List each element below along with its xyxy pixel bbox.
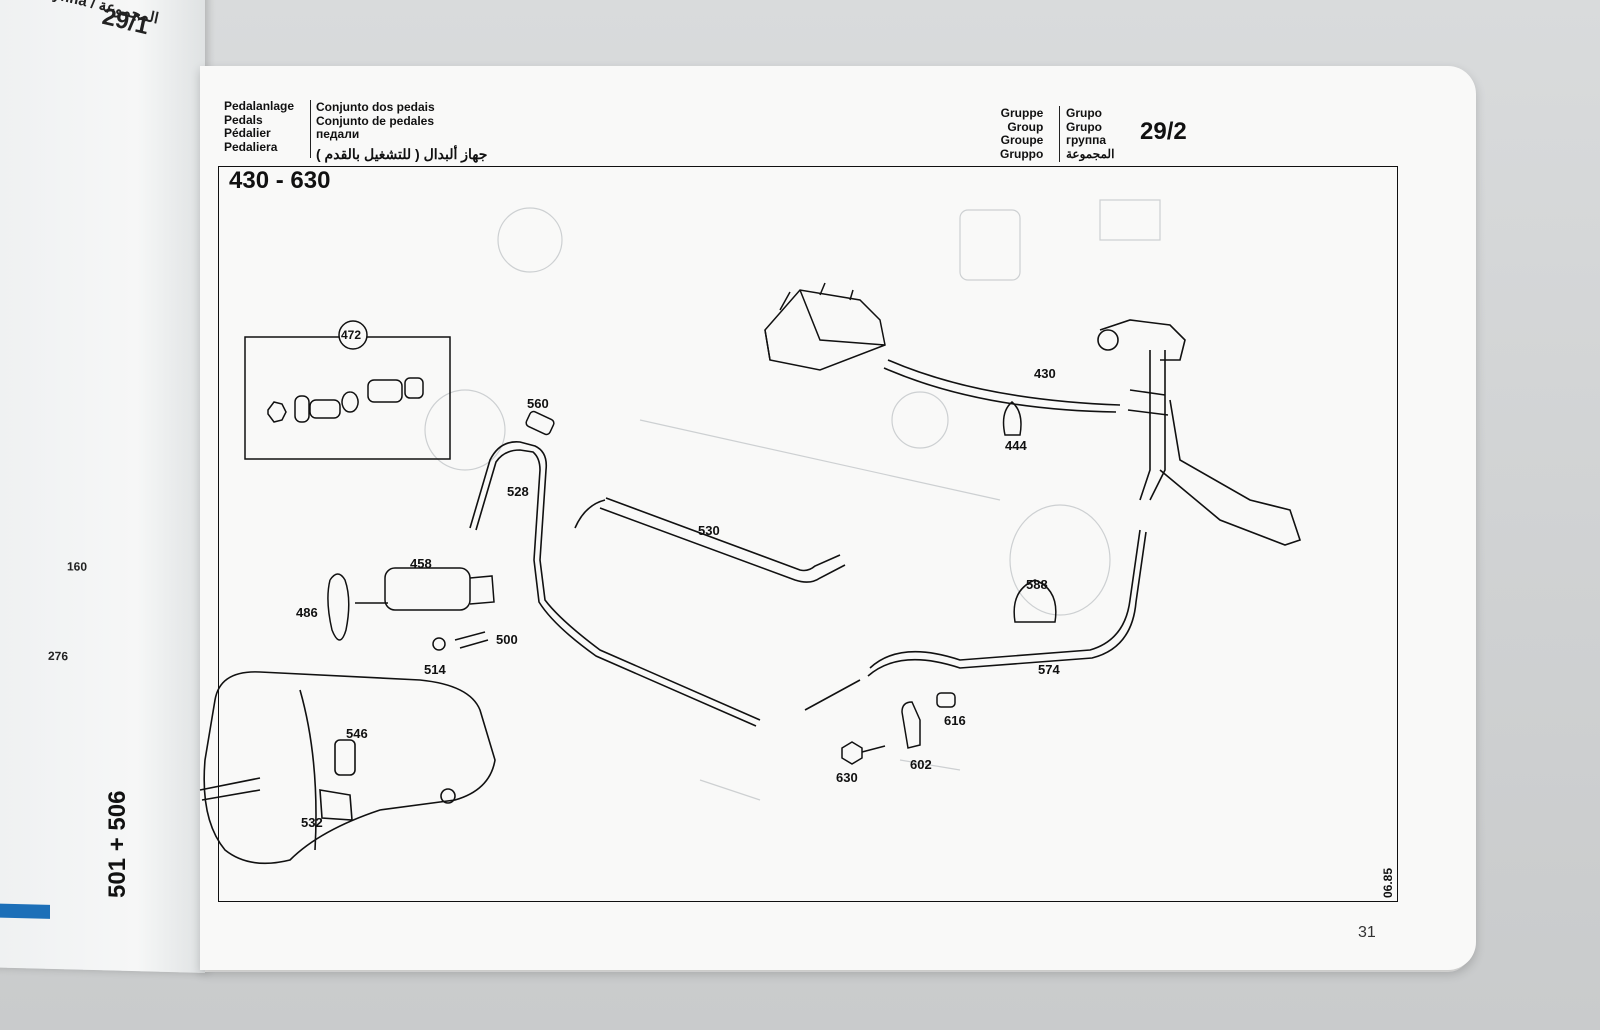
callout-616: 616 <box>944 713 966 728</box>
header-label-fr: Pédalier <box>224 126 271 140</box>
transmission-housing <box>199 671 496 865</box>
callout-588: 588 <box>1026 577 1048 592</box>
header-arabic-title: جهاز ألبدال ( للتشغيل بالقدم ) <box>316 146 488 162</box>
callout-458: 458 <box>410 556 432 571</box>
slave-cylinder <box>327 567 495 651</box>
fluid-reservoir <box>764 282 886 371</box>
callout-500: 500 <box>496 632 518 647</box>
diagram-range-title: 430 - 630 <box>229 167 331 194</box>
header-translation-pt: Conjunto dos pedais <box>316 100 435 114</box>
clutch-lines <box>469 359 1147 727</box>
group-translation-ar: المجموعة <box>1066 146 1115 161</box>
group-label-fr: Groupe <box>1000 133 1044 147</box>
header-separator-left <box>310 100 311 158</box>
callout-444: 444 <box>1005 438 1027 453</box>
header-translation-ru: педали <box>316 127 360 141</box>
header-label-it: Pedaliera <box>224 139 278 154</box>
callout-486: 486 <box>296 605 318 620</box>
header-separator-right <box>1059 106 1060 162</box>
small-parts <box>525 401 1057 765</box>
callout-630: 630 <box>836 770 858 785</box>
header-section-labels: Pedalanlage Pedals Pédalier Pedaliera <box>224 99 295 154</box>
callout-532: 532 <box>301 815 323 830</box>
header-label-en: Pedals <box>224 112 263 127</box>
callout-430: 430 <box>1034 366 1056 381</box>
catalog-page <box>200 66 1476 970</box>
clutch-pedal-assembly <box>1097 319 1302 546</box>
header-label-de: Pedalanlage <box>224 99 295 113</box>
group-translation-ru: группа <box>1066 133 1107 147</box>
callout-560: 560 <box>527 396 549 411</box>
group-label-it: Gruppo <box>1000 146 1044 161</box>
page-number: 31 <box>1358 924 1376 941</box>
header-section-translations: Conjunto dos pedais Conjunto de pedales … <box>316 100 435 142</box>
header-group-labels: Gruppe Group Groupe Gruppo <box>1000 106 1044 161</box>
bleed-through-ghost-print <box>424 199 1161 801</box>
group-label-en: Group <box>1007 119 1044 134</box>
callout-472: 472 <box>341 328 362 342</box>
callout-546: 546 <box>346 726 368 741</box>
group-translation-es: Grupo <box>1066 119 1102 134</box>
callout-530: 530 <box>698 523 720 538</box>
callout-514: 514 <box>424 662 446 677</box>
callout-574: 574 <box>1038 662 1060 677</box>
callout-602: 602 <box>910 757 932 772</box>
header-group-translations: Grupo Grupo группа المجموعة <box>1066 106 1115 161</box>
master-cylinder-kit-inset <box>244 320 451 460</box>
header-translation-es: Conjunto de pedales <box>316 113 435 128</box>
diagram-frame <box>218 166 1398 902</box>
group-number: 29/2 <box>1140 118 1187 145</box>
callout-528: 528 <box>507 484 529 499</box>
group-translation-pt: Grupo <box>1066 106 1102 120</box>
group-label-de: Gruppe <box>1000 106 1044 120</box>
